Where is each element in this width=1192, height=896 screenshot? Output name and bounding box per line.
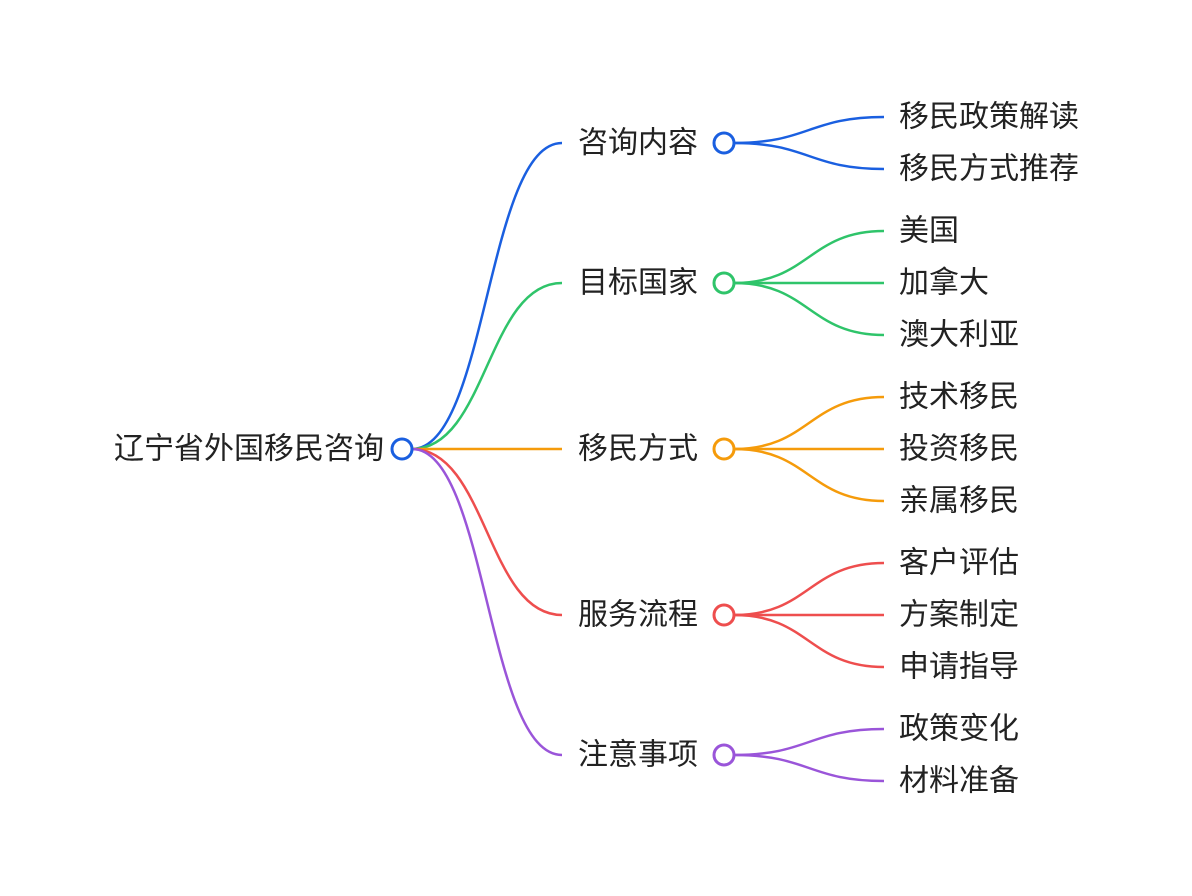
branch-expand-toggle[interactable] xyxy=(712,743,736,767)
branch-topic-label: 服务流程 xyxy=(578,598,698,633)
leaf-topic-label: 材料准备 xyxy=(899,764,1019,799)
leaf-topic-label: 加拿大 xyxy=(899,266,989,301)
branch-expand-toggle[interactable] xyxy=(712,271,736,295)
edge-root-to-branch xyxy=(411,447,563,757)
branch-topic-label: 目标国家 xyxy=(578,266,698,301)
branch-expand-toggle[interactable] xyxy=(712,603,736,627)
leaf-topic-label: 澳大利亚 xyxy=(899,318,1019,353)
leaf-topic-label: 客户评估 xyxy=(899,546,1019,581)
edge-branch-to-leaf xyxy=(733,115,885,145)
leaf-topic-label: 美国 xyxy=(899,214,959,249)
edge-root-to-branch xyxy=(411,141,563,451)
edge-branch-to-leaf xyxy=(733,141,885,171)
edge-branch-to-leaf xyxy=(733,561,885,617)
edge-branch-to-leaf xyxy=(733,753,885,783)
edge-branch-to-leaf xyxy=(733,447,885,503)
leaf-topic-label: 技术移民 xyxy=(899,380,1019,415)
branch-topic-label: 移民方式 xyxy=(578,432,698,467)
branch-expand-toggle[interactable] xyxy=(712,437,736,461)
edge-branch-to-leaf xyxy=(733,281,885,337)
edge-root-to-branch xyxy=(411,447,563,617)
leaf-topic-label: 移民方式推荐 xyxy=(899,152,1079,187)
leaf-topic-label: 政策变化 xyxy=(899,712,1019,747)
leaf-topic-label: 投资移民 xyxy=(899,432,1019,467)
mindmap-edges xyxy=(411,115,885,783)
edge-branch-to-leaf xyxy=(733,395,885,451)
root-expand-toggle[interactable] xyxy=(390,437,414,461)
leaf-topic-label: 移民政策解读 xyxy=(899,100,1079,135)
edge-branch-to-leaf xyxy=(733,229,885,285)
edge-branch-to-leaf xyxy=(733,613,885,669)
leaf-topic-label: 申请指导 xyxy=(899,650,1019,685)
edge-branch-to-leaf xyxy=(733,727,885,757)
branch-topic-label: 注意事项 xyxy=(578,738,698,773)
root-topic-label: 辽宁省外国移民咨询 xyxy=(114,432,384,467)
leaf-topic-label: 亲属移民 xyxy=(899,484,1019,519)
leaf-topic-label: 方案制定 xyxy=(899,598,1019,633)
edge-root-to-branch xyxy=(411,281,563,451)
branch-topic-label: 咨询内容 xyxy=(578,126,698,161)
branch-expand-toggle[interactable] xyxy=(712,131,736,155)
